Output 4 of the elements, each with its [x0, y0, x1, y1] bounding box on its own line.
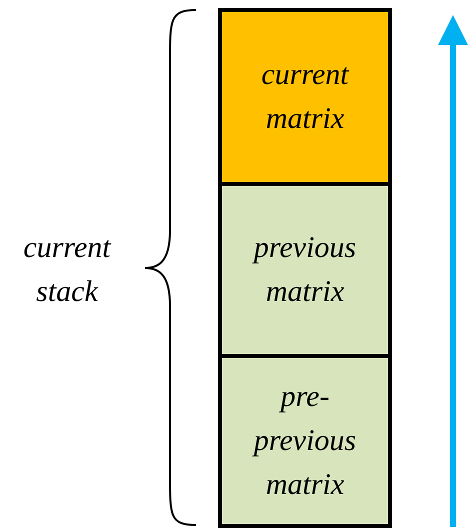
box-label: previous matrix	[251, 230, 358, 310]
box-label: pre-previous matrix	[251, 379, 358, 503]
bracket-label: current stack	[22, 230, 112, 310]
box-label: current matrix	[260, 57, 350, 137]
